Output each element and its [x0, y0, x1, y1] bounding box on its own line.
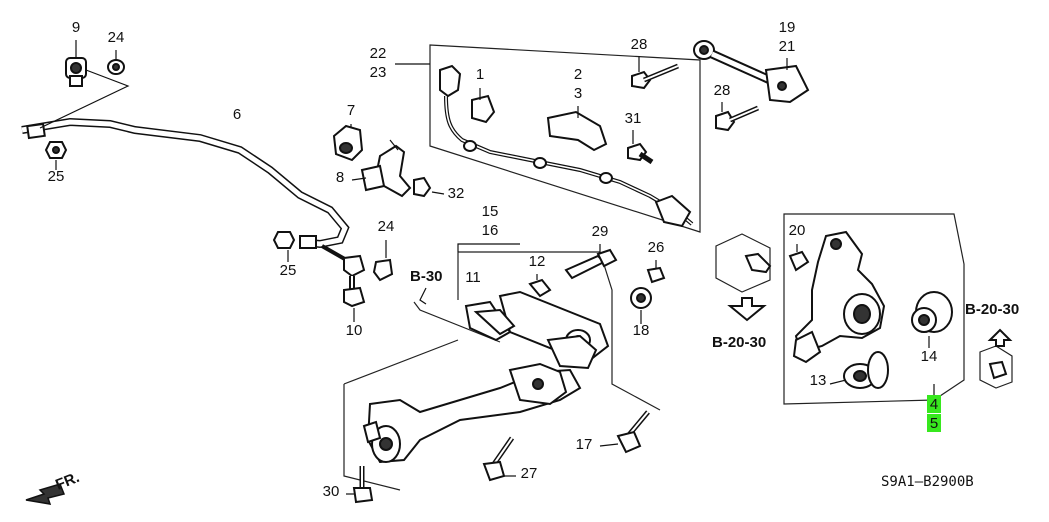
callout-10: 10 [346, 322, 363, 339]
callout-13: 13 [810, 372, 827, 389]
upper-control-arm [693, 40, 810, 132]
callout-12: 12 [529, 253, 546, 270]
highlighted-callout-4[interactable]: 4 [927, 395, 941, 413]
callout-7: 7 [347, 102, 355, 119]
highlight-box-5 [927, 414, 941, 432]
highlight-layer: 45 [927, 395, 941, 432]
callout-24a: 24 [108, 29, 125, 46]
nut-25-left [44, 141, 68, 170]
bushing-bracket-group [332, 124, 445, 198]
highlighted-callout-label-5: 5 [930, 415, 938, 432]
callout-14: 14 [921, 348, 938, 365]
callout-3: 3 [574, 85, 582, 102]
stabilizer-link [272, 231, 394, 322]
callout-28b: 28 [714, 82, 731, 99]
callout-16: 16 [482, 222, 499, 239]
ref-b2030-right: B-20-30 [965, 301, 1019, 318]
lower-arm-box [343, 243, 661, 491]
lower-bolts [346, 410, 650, 504]
callout-30: 30 [323, 483, 340, 500]
callout-1: 1 [476, 66, 484, 83]
callout-26: 26 [648, 239, 665, 256]
callout-15: 15 [482, 203, 499, 220]
callout-22: 22 [370, 45, 387, 62]
knuckle-box [783, 213, 965, 405]
callout-23: 23 [370, 64, 387, 81]
callout-25a: 25 [48, 168, 65, 185]
abs-harness-box [395, 44, 701, 233]
b30-leader [419, 287, 427, 305]
small-fasteners [528, 244, 666, 324]
ref-b2030-left: B-20-30 [712, 334, 766, 351]
callout-31: 31 [625, 110, 642, 127]
trailing-arm [362, 334, 598, 464]
diagram-code: S9A1—B2900B [881, 474, 974, 490]
callout-19: 19 [779, 19, 796, 36]
stabilizer-bar [21, 117, 350, 249]
callout-6: 6 [233, 106, 241, 123]
stabilizer-bracket [39, 40, 130, 129]
front-label: FR. [53, 469, 82, 494]
callout-2: 2 [574, 66, 582, 83]
callout-11: 11 [465, 269, 481, 286]
callout-18: 18 [633, 322, 650, 339]
callout-8: 8 [336, 169, 344, 186]
callout-32: 32 [448, 185, 465, 202]
highlighted-callout-label-4: 4 [930, 396, 938, 413]
highlight-box-4 [927, 395, 941, 413]
callout-21: 21 [779, 38, 796, 55]
inset-right [979, 328, 1013, 389]
callout-29: 29 [592, 223, 609, 240]
front-direction-arrow [25, 483, 66, 505]
ref-b30: B-30 [410, 268, 443, 285]
callout-20: 20 [789, 222, 806, 239]
inset-left [715, 233, 772, 322]
callout-25b: 25 [280, 262, 297, 279]
bolts-upper [627, 56, 679, 165]
callout-28a: 28 [631, 36, 648, 53]
callout-9: 9 [72, 19, 80, 36]
callout-24b: 24 [378, 218, 395, 235]
callout-27: 27 [521, 465, 538, 482]
highlighted-callout-5[interactable]: 5 [927, 414, 941, 432]
callout-17: 17 [576, 436, 593, 453]
